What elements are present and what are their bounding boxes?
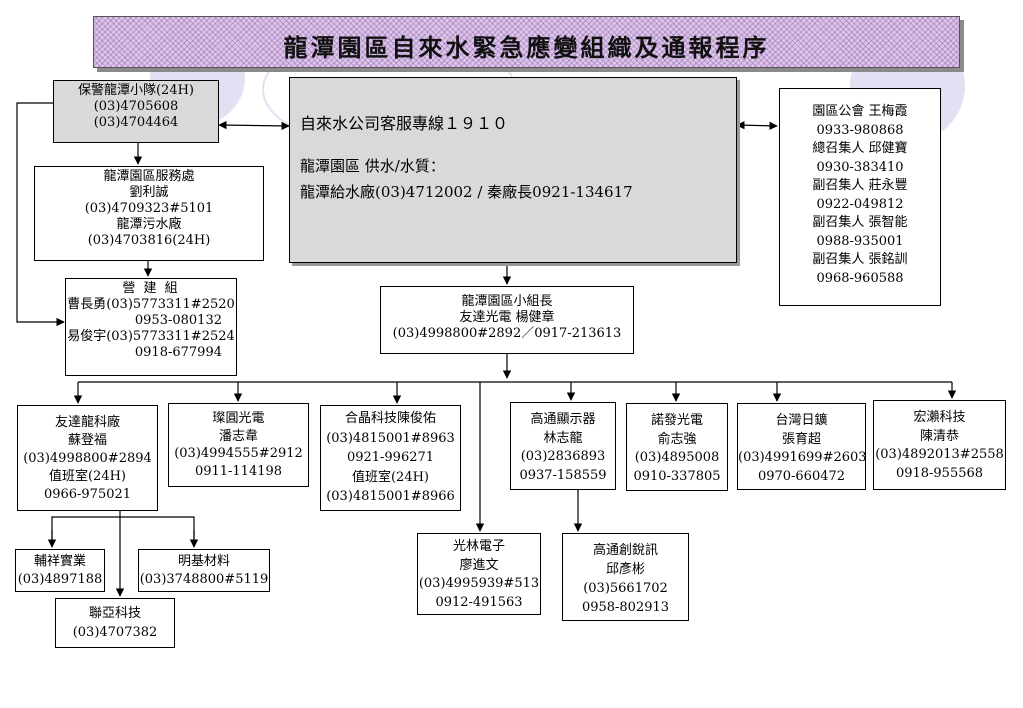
member-lianya-box: 聯亞科技 (03)4707382 [55, 598, 175, 648]
member-nuofa-box: 諾發光電 俞志強 (03)4895008 0910-337805 [626, 403, 728, 491]
member-ambit-box: 璨圓光電 潘志韋 (03)4994555#2912 0911-114198 [168, 403, 309, 487]
security-police-box: 保警龍潭小隊(24H) (03)4705608 (03)4704464 [53, 80, 219, 143]
member-gaotong-chuangrui-box: 高通創銳訊 邱彥彬 (03)5661702 0958-802913 [562, 533, 689, 621]
water-company-box: 自來水公司客服專線１９１０ 龍潭園區 供水/水質： 龍潭給水廠(03)47120… [289, 77, 737, 263]
member-guanglin-box: 光林電子 廖進文 (03)4995939#513 0912-491563 [417, 533, 541, 615]
title-banner: 龍潭園區自來水緊急應變組織及通報程序 [93, 16, 960, 68]
construction-team-box: 營 建 組 曹長勇(03)5773311#2520 0953-080132 易俊… [65, 278, 237, 376]
member-fuxiang-box: 輔祥實業 (03)4897188 [15, 549, 105, 592]
member-gaotong-box: 高通顯示器 林志龍 (03)2836893 0937-158559 [510, 402, 616, 490]
member-auo-box: 友達龍科廠 蘇登福 (03)4998800#2894 值班室(24H) 0966… [17, 405, 158, 511]
service-office-box: 龍潭園區服務處 劉利誠 (03)4709323#5101 龍潭污水廠 (03)4… [34, 166, 264, 261]
group-leader-box: 龍潭園區小組長 友達光電 楊健章 (03)4998800#2892／0917-2… [380, 286, 634, 354]
member-taiwan-ri-box: 台灣日鑛 張育超 (03)4991699#2603 0970-660472 [737, 403, 867, 490]
water-plant-contact: 龍潭給水廠(03)4712002 / 秦廠長0921-134617 [300, 183, 633, 201]
member-hongrai-box: 宏瀨科技 陳清恭 (03)4892013#2558 0918-955568 [873, 400, 1006, 490]
water-supply-label: 龍潭園區 供水/水質： [300, 157, 445, 175]
member-mingji-box: 明基材料 (03)3748800#5119 [138, 549, 270, 592]
member-hejing-box: 合晶科技陳俊佑 (03)4815001#8963 0921-996271 值班室… [320, 405, 461, 511]
page-title: 龍潭園區自來水緊急應變組織及通報程序 [283, 33, 770, 62]
water-company-hotline: 自來水公司客服專線１９１０ [300, 114, 509, 133]
park-union-box: 園區公會 王梅霞 0933-980868 總召集人 邱健寶 0930-38341… [779, 88, 941, 306]
